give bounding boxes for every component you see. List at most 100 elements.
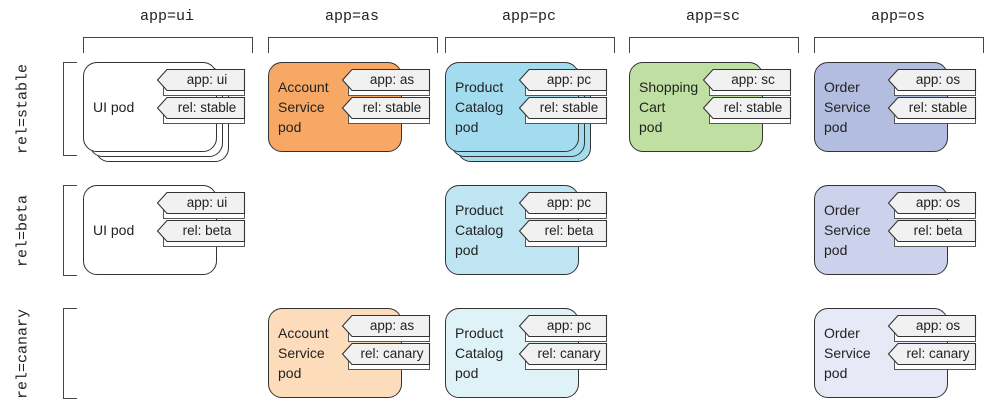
rel-label-tag: rel: stable: [341, 96, 431, 124]
app-label-tag: app: as: [341, 314, 431, 342]
rel-label-text: rel: beta: [182, 223, 232, 238]
rel-label-tag: rel: canary: [887, 342, 977, 370]
pod-name: Order Service pod: [824, 325, 871, 381]
rel-label-text: rel: canary: [906, 346, 970, 361]
rel-label-tag: rel: stable: [702, 96, 792, 124]
tag-shape: [518, 96, 608, 120]
app-label-tag: app: os: [887, 314, 977, 342]
app-label-tag: app: os: [887, 68, 977, 96]
pod-as-stable: Account Service pod app: as rel: stable: [268, 62, 436, 152]
pod-name: Order Service pod: [824, 202, 871, 258]
tag-shape: [341, 68, 431, 92]
tag-shape: [156, 219, 246, 243]
tag-shape: [518, 314, 608, 338]
pod-pc-beta: Product Catalog pod app: pc rel: beta: [445, 185, 613, 275]
app-label-tag: app: ui: [156, 68, 246, 96]
column-header-sc: app=sc: [685, 8, 740, 25]
tag-shape: [518, 219, 608, 243]
app-label-tag: app: ui: [156, 191, 246, 219]
column-header-os: app=os: [870, 8, 925, 25]
tag-shape: [887, 342, 977, 366]
pod-os-canary: Order Service pod app: os rel: canary: [814, 308, 982, 398]
rel-label-text: rel: canary: [537, 346, 601, 361]
rel-label-text: rel: stable: [908, 100, 968, 115]
tag-shape: [702, 68, 792, 92]
column-header-ui: app=ui: [139, 8, 194, 25]
rel-label-tag: rel: beta: [518, 219, 608, 247]
app-label-tag: app: os: [887, 191, 977, 219]
row-header-canary: rel=canary: [14, 308, 32, 399]
rel-label-tag: rel: beta: [156, 219, 246, 247]
pod-name: Order Service pod: [824, 79, 871, 135]
app-label-text: app: os: [915, 195, 961, 210]
app-label-tag: app: pc: [518, 314, 608, 342]
tag-shape: [887, 96, 977, 120]
column-header-as: app=as: [324, 8, 379, 25]
column-header-pc: app=pc: [501, 8, 556, 25]
app-label-tag: app: pc: [518, 191, 608, 219]
rel-label-text: rel: canary: [360, 346, 424, 361]
row-header-beta: rel=beta: [14, 194, 32, 267]
pod-pc-canary: Product Catalog pod app: pc rel: canary: [445, 308, 613, 398]
column-bracket-os: [814, 37, 984, 53]
rel-label-text: rel: stable: [723, 100, 783, 115]
app-label-text: app: pc: [546, 195, 592, 210]
column-bracket-pc: [445, 37, 615, 53]
pod-name: UI pod: [93, 222, 135, 238]
rel-label-tag: rel: stable: [887, 96, 977, 124]
app-label-text: app: pc: [546, 72, 592, 87]
tag-shape: [887, 68, 977, 92]
row-bracket-canary: [63, 308, 77, 399]
pod-name: Account Service pod: [278, 325, 329, 381]
app-label-text: app: ui: [186, 195, 228, 210]
app-label-text: app: pc: [546, 318, 592, 333]
column-bracket-sc: [629, 37, 799, 53]
tag-shape: [702, 96, 792, 120]
app-label-tag: app: sc: [702, 68, 792, 96]
pod-as-canary: Account Service pod app: as rel: canary: [268, 308, 436, 398]
tag-shape: [341, 314, 431, 338]
app-label-text: app: os: [915, 72, 961, 87]
column-bracket-as: [268, 37, 438, 53]
tag-shape: [156, 191, 246, 215]
row-bracket-stable: [63, 62, 77, 156]
app-label-tag: app: as: [341, 68, 431, 96]
tag-shape: [887, 191, 977, 215]
pod-os-stable: Order Service pod app: os rel: stable: [814, 62, 982, 152]
pod-name: Product Catalog pod: [455, 202, 504, 258]
row-bracket-beta: [63, 185, 77, 276]
pod-pc-stable: Product Catalog pod app: pc rel: stable: [445, 62, 613, 162]
tag-shape: [518, 342, 608, 366]
rel-label-text: rel: beta: [544, 223, 594, 238]
pod-name: Product Catalog pod: [455, 325, 504, 381]
tag-shape: [156, 96, 246, 120]
pod-os-beta: Order Service pod app: os rel: beta: [814, 185, 982, 275]
rel-label-text: rel: beta: [913, 223, 963, 238]
tag-shape: [518, 191, 608, 215]
rel-label-tag: rel: beta: [887, 219, 977, 247]
pod-name: Product Catalog pod: [455, 79, 504, 135]
row-header-stable: rel=stable: [14, 63, 32, 155]
pod-name: UI pod: [93, 99, 135, 115]
pod-name: Account Service pod: [278, 79, 329, 135]
pod-ui-beta: UI pod app: ui rel: beta: [83, 185, 251, 275]
rel-label-text: rel: stable: [362, 100, 422, 115]
tag-shape: [341, 342, 431, 366]
rel-label-tag: rel: stable: [156, 96, 246, 124]
app-label-tag: app: pc: [518, 68, 608, 96]
tag-shape: [518, 68, 608, 92]
app-label-text: app: as: [369, 72, 415, 87]
tag-shape: [887, 219, 977, 243]
rel-label-tag: rel: stable: [518, 96, 608, 124]
rel-label-tag: rel: canary: [518, 342, 608, 370]
app-label-text: app: os: [915, 318, 961, 333]
column-bracket-ui: [83, 37, 253, 53]
tag-shape: [887, 314, 977, 338]
tag-shape: [156, 68, 246, 92]
tag-shape: [341, 96, 431, 120]
app-label-text: app: as: [369, 318, 415, 333]
app-label-text: app: sc: [731, 72, 775, 87]
